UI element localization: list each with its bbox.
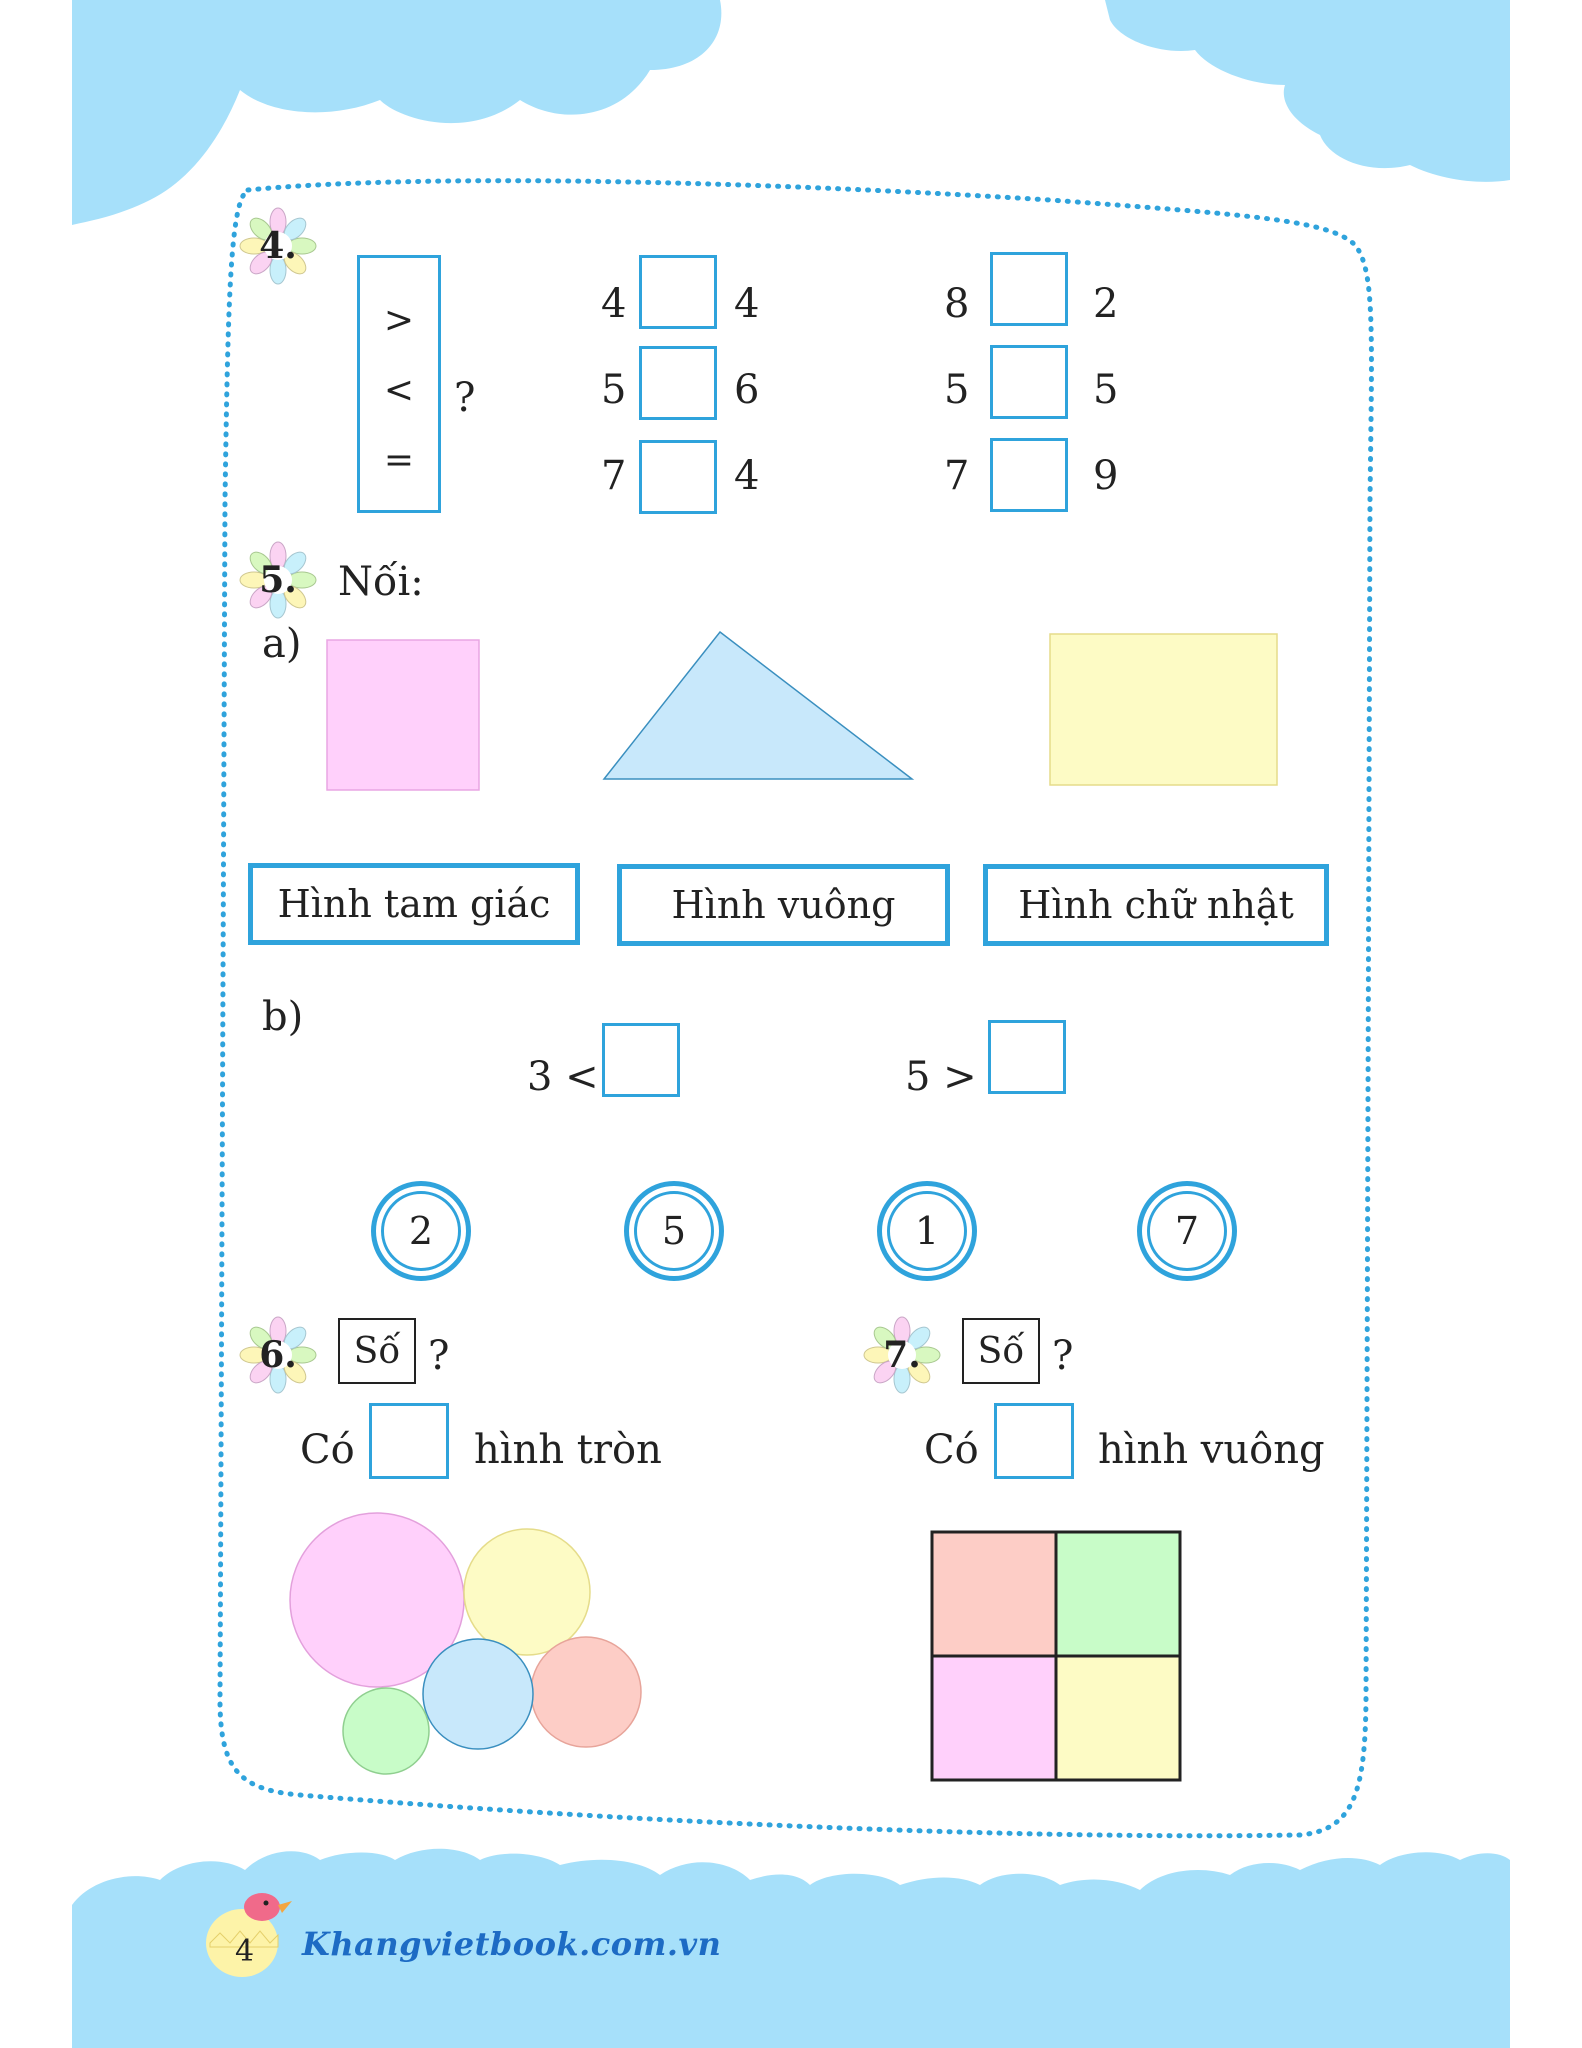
exercise-7-post: hình vuông <box>1098 1427 1325 1473</box>
exercise-5-number: 5. <box>259 559 297 601</box>
cmp-left-2-b: 6 <box>734 367 760 413</box>
cmp-left-3-answer[interactable] <box>639 440 717 514</box>
cmp-right-3-answer[interactable] <box>990 438 1068 512</box>
cmp-left-2-a: 5 <box>601 367 627 413</box>
label-rectangle[interactable]: Hình chữ nhật <box>983 864 1329 946</box>
b-left-expr: 3 < <box>527 1054 599 1100</box>
cmp-left-3-b: 4 <box>734 453 760 499</box>
cmp-right-2-b: 5 <box>1093 367 1119 413</box>
exercise-6-tag: Số <box>338 1318 416 1384</box>
number-circle-1-text: 1 <box>887 1191 967 1271</box>
flower-icon <box>239 207 317 285</box>
exercise-6-pre: Có <box>300 1427 355 1473</box>
circle-salmon <box>530 1636 642 1748</box>
exercise-7-badge: 7. <box>860 1313 944 1397</box>
b-left-answer[interactable] <box>602 1023 680 1097</box>
exercise-4-badge: 4. <box>236 204 320 288</box>
pink-square <box>326 639 480 791</box>
exercise-6-tag-text: Số <box>353 1330 401 1372</box>
exercise-6-answer[interactable] <box>369 1403 449 1479</box>
exercise-7-number: 7. <box>883 1334 921 1376</box>
square-green <box>1054 1530 1182 1658</box>
flower-icon <box>239 541 317 619</box>
cmp-left-1-b: 4 <box>734 281 760 327</box>
exercise-7-question: ? <box>1052 1333 1074 1379</box>
cmp-left-1-a: 4 <box>601 281 627 327</box>
label-triangle-text: Hình tam giác <box>277 882 551 926</box>
cmp-right-1-b: 2 <box>1093 281 1119 327</box>
egg-icon <box>206 1893 292 1977</box>
exercise-7-answer[interactable] <box>994 1403 1074 1479</box>
legend-question: ? <box>454 375 476 421</box>
exercise-4-number: 4. <box>259 225 297 267</box>
exercise-5-badge: 5. <box>236 538 320 622</box>
number-circle-7-text: 7 <box>1147 1191 1227 1271</box>
cmp-left-1-answer[interactable] <box>639 255 717 329</box>
exercise-6-post: hình tròn <box>474 1427 662 1473</box>
cmp-left-3-a: 7 <box>601 453 627 499</box>
legend-equal: = <box>383 440 415 481</box>
cmp-left-2-answer[interactable] <box>639 346 717 420</box>
exercise-7-tag: Số <box>962 1318 1040 1384</box>
cmp-right-1-answer[interactable] <box>990 252 1068 326</box>
comparison-legend: > < = <box>357 255 441 513</box>
square-pink <box>930 1654 1058 1782</box>
circles-figure <box>289 1512 642 1775</box>
exercise-5-title: Nối: <box>338 559 424 605</box>
squares-figure <box>930 1530 1182 1782</box>
square-salmon <box>930 1530 1058 1658</box>
number-circle-1[interactable]: 1 <box>877 1181 977 1281</box>
label-square[interactable]: Hình vuông <box>617 864 950 946</box>
exercise-6-question: ? <box>428 1333 450 1379</box>
number-circle-7[interactable]: 7 <box>1137 1181 1237 1281</box>
flower-icon <box>863 1316 941 1394</box>
circle-blue <box>422 1638 534 1750</box>
cmp-right-1-a: 8 <box>944 281 970 327</box>
cmp-right-3-b: 9 <box>1093 453 1119 499</box>
part-a-label: a) <box>262 621 302 667</box>
exercise-6-number: 6. <box>259 1334 297 1376</box>
top-clouds <box>72 0 1510 225</box>
square-yellow <box>1054 1654 1182 1782</box>
cmp-right-3-a: 7 <box>944 453 970 499</box>
number-circle-5-text: 5 <box>634 1191 714 1271</box>
b-right-expr: 5 > <box>905 1054 977 1100</box>
cmp-right-2-a: 5 <box>944 367 970 413</box>
label-triangle[interactable]: Hình tam giác <box>248 863 580 945</box>
part-b-label: b) <box>262 994 304 1040</box>
legend-greater: > <box>383 300 415 341</box>
cmp-right-2-answer[interactable] <box>990 345 1068 419</box>
yellow-rectangle <box>1049 633 1278 786</box>
number-circle-5[interactable]: 5 <box>624 1181 724 1281</box>
b-right-answer[interactable] <box>988 1020 1066 1094</box>
bottom-clouds <box>72 1848 1510 2048</box>
flower-icon <box>239 1316 317 1394</box>
label-square-text: Hình vuông <box>671 883 896 927</box>
dotted-frame <box>217 178 1374 1839</box>
shapes-row <box>326 630 1278 791</box>
circle-green <box>342 1687 430 1775</box>
exercise-7-pre: Có <box>924 1427 979 1473</box>
exercise-6-badge: 6. <box>236 1313 320 1397</box>
blue-triangle <box>602 630 915 780</box>
page-number: 4 <box>235 1934 255 1969</box>
label-rectangle-text: Hình chữ nhật <box>1018 883 1294 927</box>
circle-yellow <box>463 1528 591 1656</box>
number-circle-2[interactable]: 2 <box>371 1181 471 1281</box>
number-circle-2-text: 2 <box>381 1191 461 1271</box>
exercise-7-tag-text: Số <box>977 1330 1025 1372</box>
site-link[interactable]: Khangvietbook.com.vn <box>302 1925 722 1963</box>
legend-less: < <box>383 370 415 411</box>
